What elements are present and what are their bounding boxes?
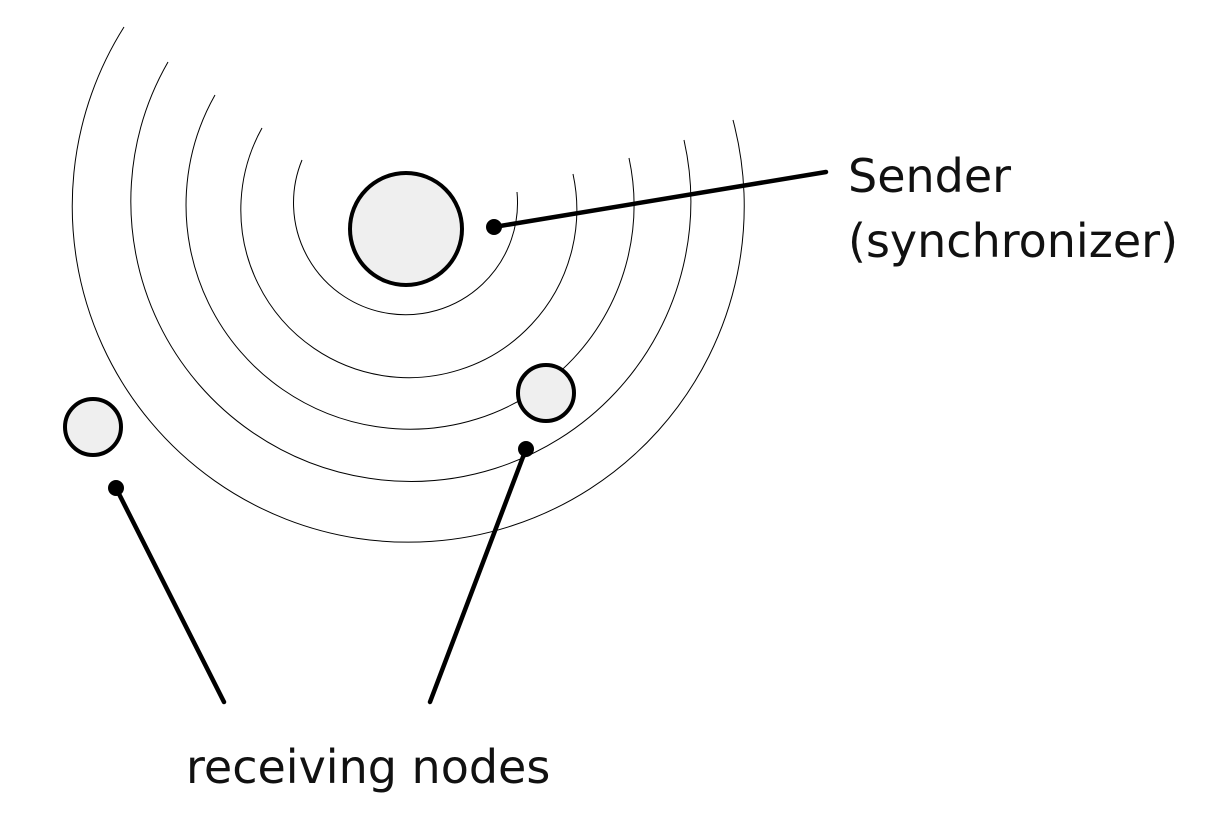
receiver-leader-right-dot bbox=[518, 441, 534, 457]
broadcast-wavefronts bbox=[71, 26, 745, 543]
receiver-leaders bbox=[108, 441, 534, 705]
receiver-leader-left-dot bbox=[108, 480, 124, 496]
wavefront-3 bbox=[185, 94, 635, 430]
wavefront-5 bbox=[71, 26, 745, 543]
wavefront-2 bbox=[240, 127, 578, 379]
sender-leader-dot bbox=[486, 219, 502, 235]
wavefront-1 bbox=[293, 159, 518, 316]
sender-leader-line bbox=[491, 169, 829, 230]
sender-node bbox=[348, 171, 464, 287]
receiver-node-right bbox=[516, 363, 576, 423]
receiver-leader-left-line bbox=[113, 485, 227, 705]
receiver-node-left bbox=[63, 397, 123, 457]
sender-label-line2: (synchronizer) bbox=[848, 214, 1178, 268]
sender-leader bbox=[486, 169, 829, 235]
receivers-label: receiving nodes bbox=[186, 740, 550, 794]
sender-label-line1: Sender bbox=[848, 149, 1011, 203]
wavefront-4 bbox=[130, 61, 692, 482]
receiver-leader-right-line bbox=[427, 446, 529, 705]
